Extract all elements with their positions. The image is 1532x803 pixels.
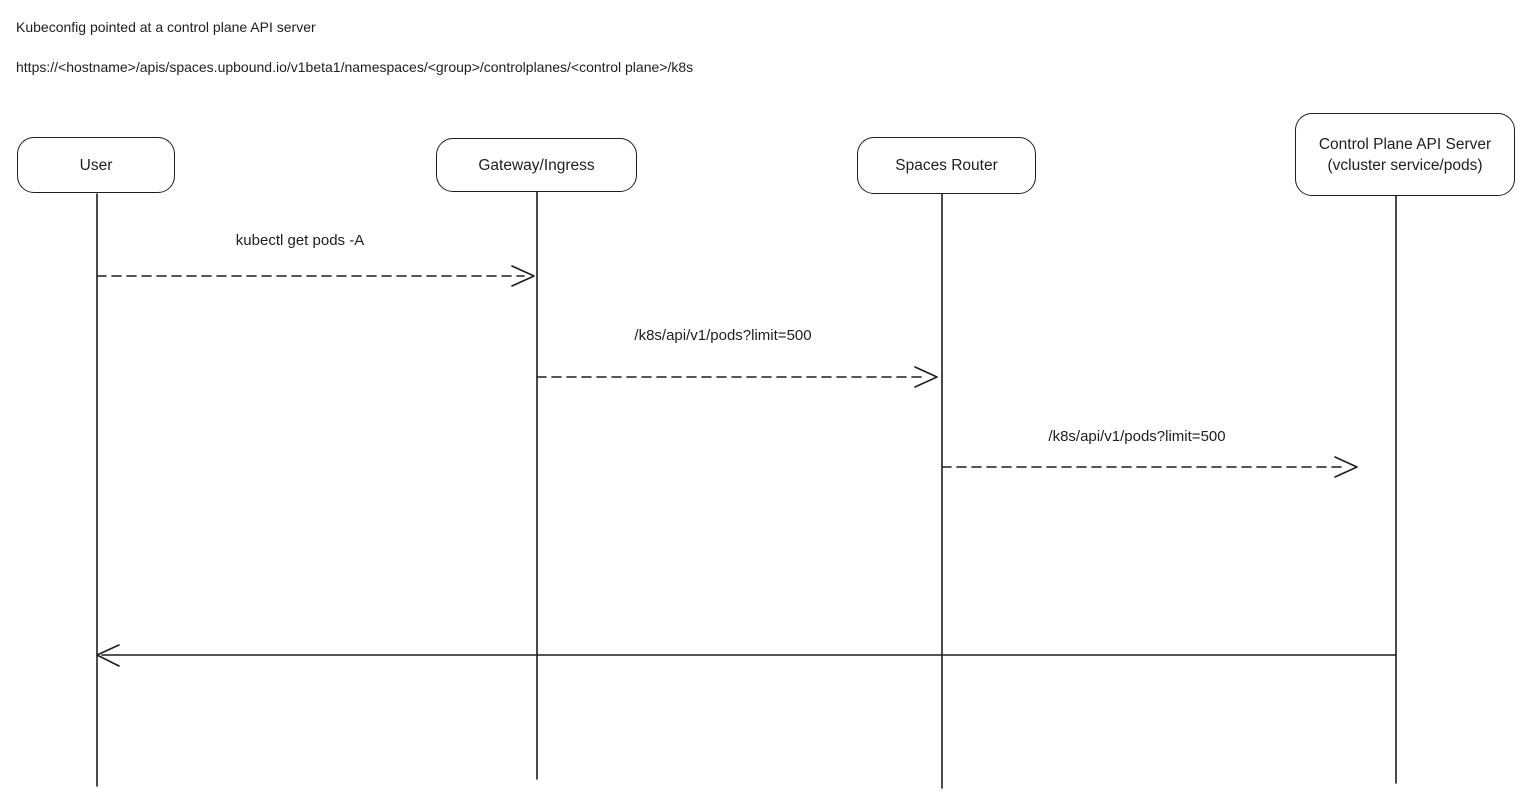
actor-user: User [17,137,175,193]
message-4-arrowhead [96,644,120,667]
message-3-label: /k8s/api/v1/pods?limit=500 [1048,428,1226,445]
message-1-label: kubectl get pods -A [235,232,365,249]
message-2-arrowhead [914,366,938,388]
message-3-arrowhead [1334,456,1358,478]
message-1-arrowhead [511,265,535,287]
actor-gateway-ingress: Gateway/Ingress [436,138,637,192]
actor-user-label: User [79,156,113,174]
note-kubeconfig: Kubeconfig pointed at a control plane AP… [16,19,316,35]
actor-gateway-ingress-label: Gateway/Ingress [478,156,595,174]
message-2-label: /k8s/api/v1/pods?limit=500 [634,327,812,344]
actor-spaces-router-label: Spaces Router [895,157,998,174]
note-api-url: https://<hostname>/apis/spaces.upbound.i… [16,59,694,75]
actor-spaces-router: Spaces Router [857,137,1036,194]
actor-control-plane: Control Plane API Server (vcluster servi… [1295,113,1515,196]
actor-control-plane-label: Control Plane API Server (vcluster servi… [1318,135,1492,174]
